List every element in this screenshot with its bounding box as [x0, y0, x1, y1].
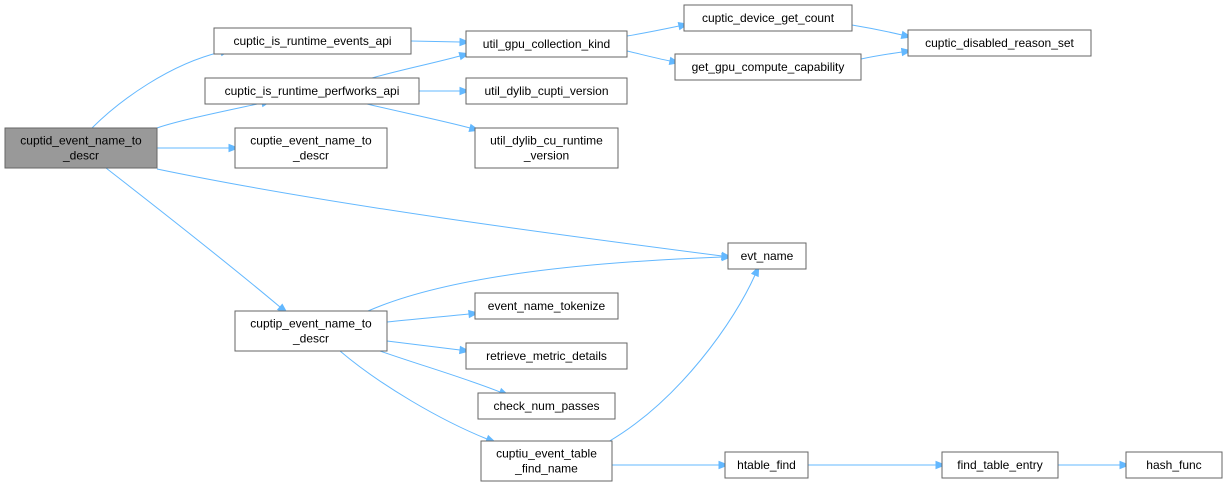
node-hash-func[interactable]: hash_func [1125, 451, 1223, 479]
node-cuptic-disabled-reason-set[interactable]: cuptic_disabled_reason_set [907, 29, 1092, 57]
edge-cuptip_event_name_to_descr-to-event_name_tokenize [386, 309, 480, 323]
edge-htable_find-to-find_table_entry [808, 460, 947, 470]
node-label: _version [523, 149, 569, 163]
node-label: evt_name [741, 249, 794, 263]
node-box [474, 292, 619, 320]
edge-cuptid_event_name_to_descr-to-cuptip_event_name_to_descr [105, 167, 288, 314]
node-label: check_num_passes [493, 399, 599, 413]
node-cuptic-is-runtime-events-api[interactable]: cuptic_is_runtime_events_api [213, 27, 412, 55]
edge-cuptiu_event_table_find_name-to-evt_name [607, 265, 760, 443]
edge-cuptiu_event_table_find_name-to-htable_find [612, 460, 730, 470]
edge-cuptic_is_runtime_events_api-to-util_gpu_collection_kind [410, 37, 471, 47]
node-box [234, 310, 388, 352]
node-util-dylib-cu-runtime-version[interactable]: util_dylib_cu_runtime_version [474, 127, 619, 169]
edge-cuptid_event_name_to_descr-to-evt_name [156, 168, 733, 261]
node-event-name-tokenize[interactable]: event_name_tokenize [474, 292, 619, 320]
node-label: find_table_entry [957, 458, 1042, 472]
node-label: util_dylib_cu_runtime [490, 134, 603, 148]
node-box [674, 53, 862, 81]
arrowhead-icon [468, 309, 480, 319]
edge-cuptid_event_name_to_descr-to-cuptie_event_name_to_descr [157, 143, 240, 153]
node-label: htable_find [737, 458, 796, 472]
node-cuptip-event-name-to-descr[interactable]: cuptip_event_name_to_descr [234, 310, 388, 352]
node-label: cuptip_event_name_to [250, 317, 372, 331]
node-box [4, 127, 158, 169]
arrowhead-icon [718, 460, 730, 470]
node-label: cuptie_event_name_to [250, 134, 372, 148]
node-box [480, 440, 613, 482]
edge-cuptip_event_name_to_descr-to-evt_name [367, 252, 733, 312]
node-box [474, 127, 619, 169]
node-retrieve-metric-details[interactable]: retrieve_metric_details [465, 342, 628, 370]
node-label: _descr [292, 149, 329, 163]
node-label: util_dylib_cupti_version [484, 84, 608, 98]
node-find-table-entry[interactable]: find_table_entry [941, 451, 1059, 479]
edge-util_gpu_collection_kind-to-cuptic_device_get_count [626, 21, 690, 37]
node-label: cuptic_disabled_reason_set [925, 36, 1074, 50]
node-box [724, 451, 809, 479]
node-label: _find_name [514, 462, 578, 476]
node-cuptic-device-get-count[interactable]: cuptic_device_get_count [683, 4, 853, 32]
node-box [465, 30, 628, 58]
node-label: cuptiu_event_table [496, 447, 597, 461]
arrowhead-icon [459, 86, 471, 96]
node-box [234, 127, 388, 169]
node-cuptid-event-name-to-descr: cuptid_event_name_to_descr [4, 127, 158, 169]
node-box [683, 4, 853, 32]
function-nodes: cuptid_event_name_to_descrcuptic_is_runt… [4, 4, 1223, 482]
node-box [907, 29, 1092, 57]
edge-cuptic_is_runtime_perfworks_api-to-util_dylib_cupti_version [419, 86, 471, 96]
edge-cuptip_event_name_to_descr-to-retrieve_metric_details [386, 340, 471, 355]
node-box [465, 342, 628, 370]
arrowhead-icon [459, 37, 471, 47]
edge-cuptic_device_get_count-to-cuptic_disabled_reason_set [851, 24, 913, 40]
node-label: _descr [292, 332, 329, 346]
edge-get_gpu_compute_capability-to-cuptic_disabled_reason_set [860, 47, 913, 60]
node-box [465, 77, 628, 105]
node-box [941, 451, 1059, 479]
node-util-dylib-cupti-version[interactable]: util_dylib_cupti_version [465, 77, 628, 105]
node-box [1125, 451, 1223, 479]
edge-util_gpu_collection_kind-to-get_gpu_compute_capability [626, 50, 681, 66]
arrowhead-icon [721, 252, 733, 262]
node-box [204, 77, 420, 105]
node-label: cuptic_device_get_count [702, 11, 835, 25]
node-label: _descr [62, 149, 99, 163]
node-label: cuptic_is_runtime_perfworks_api [225, 84, 400, 98]
node-evt-name[interactable]: evt_name [727, 242, 807, 270]
node-check-num-passes[interactable]: check_num_passes [477, 392, 616, 420]
arrowhead-icon [228, 143, 240, 153]
node-label: event_name_tokenize [488, 299, 606, 313]
node-label: cuptic_is_runtime_events_api [233, 34, 391, 48]
arrowhead-icon [458, 345, 471, 355]
node-cuptic-is-runtime-perfworks-api[interactable]: cuptic_is_runtime_perfworks_api [204, 77, 420, 105]
node-cuptiu-event-table-find-name[interactable]: cuptiu_event_table_find_name [480, 440, 613, 482]
edge-cuptic_is_runtime_perfworks_api-to-util_dylib_cu_runtime_version [366, 103, 481, 132]
node-box [213, 27, 412, 55]
node-cuptie-event-name-to-descr[interactable]: cuptie_event_name_to_descr [234, 127, 388, 169]
node-util-gpu-collection-kind[interactable]: util_gpu_collection_kind [465, 30, 628, 58]
node-label: get_gpu_compute_capability [692, 60, 845, 74]
node-label: retrieve_metric_details [486, 349, 607, 363]
node-label: hash_func [1146, 458, 1201, 472]
node-label: util_gpu_collection_kind [483, 37, 610, 51]
edge-find_table_entry-to-hash_func [1058, 460, 1131, 470]
node-box [727, 242, 807, 270]
node-get-gpu-compute-capability[interactable]: get_gpu_compute_capability [674, 53, 862, 81]
arrowhead-icon [935, 460, 947, 470]
node-box [477, 392, 616, 420]
node-label: cuptid_event_name_to [20, 134, 142, 148]
node-htable-find[interactable]: htable_find [724, 451, 809, 479]
arrowhead-icon [1119, 460, 1131, 470]
edge-cuptic_is_runtime_perfworks_api-to-util_gpu_collection_kind [371, 52, 471, 79]
